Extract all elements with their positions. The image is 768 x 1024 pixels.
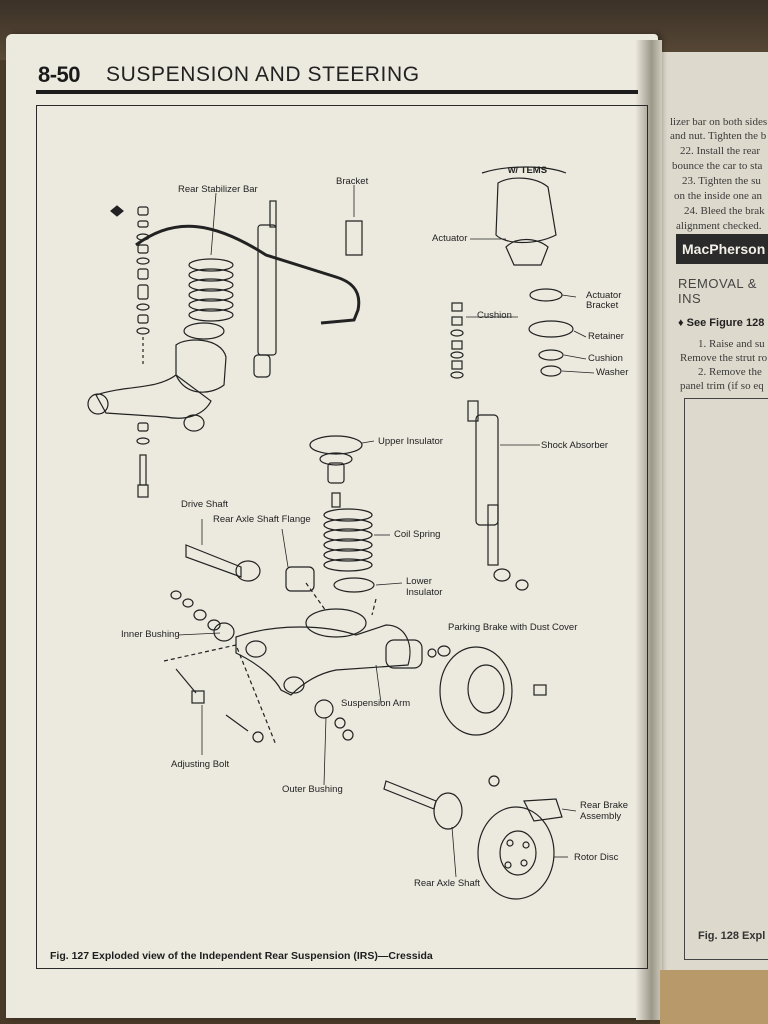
- right-subheading: REMOVAL & INS: [678, 276, 757, 306]
- label-upper-insulator: Upper Insulator: [378, 436, 443, 447]
- label-rear-axle-shaft-flange: Rear Axle Shaft Flange: [213, 514, 311, 525]
- book-gutter: [636, 40, 662, 1020]
- label-actuator-bracket-line2: Bracket: [586, 300, 619, 311]
- label-rear-brake-line1: Rear Brake: [580, 800, 629, 811]
- right-step-line: 2. Remove the: [698, 366, 762, 378]
- label-lower-insulator-line2: Insulator: [406, 587, 443, 598]
- figure-frame: [36, 105, 648, 969]
- label-washer: Washer: [596, 367, 629, 378]
- page-edge-shadow: [660, 970, 768, 1024]
- right-step-line: 1. Raise and su: [698, 338, 765, 350]
- label-actuator: Actuator: [432, 233, 468, 244]
- section-title: SUSPENSION AND STEERING: [106, 63, 420, 86]
- see-figure-reference: ♦ See Figure 128: [678, 317, 765, 329]
- right-text-line: and nut. Tighten the b: [670, 130, 767, 142]
- right-text-line: 22. Install the rear: [680, 145, 761, 157]
- label-drive-shaft: Drive Shaft: [181, 499, 228, 510]
- right-figure-caption: Fig. 128 Expl: [698, 930, 766, 942]
- exploded-view-diagram: [87, 166, 595, 900]
- right-text-line: bounce the car to sta: [672, 160, 763, 172]
- label-lower-insulator-line1: Lower: [406, 576, 432, 587]
- label-suspension-arm: Suspension Arm: [341, 698, 411, 709]
- label-cushion-upper: Cushion: [477, 310, 512, 321]
- right-text-line: alignment checked.: [676, 220, 762, 232]
- right-figure-frame: [684, 398, 768, 960]
- right-text-line: 24. Bleed the brak: [684, 205, 765, 217]
- page-number: 8-50: [38, 62, 81, 87]
- right-page: [646, 52, 768, 1012]
- label-retainer: Retainer: [588, 331, 624, 342]
- bolt-stack-left: [136, 206, 150, 498]
- label-bracket: Bracket: [336, 176, 369, 187]
- right-text-line: 23. Tighten the su: [682, 175, 761, 187]
- right-step-line: Remove the strut ro: [680, 352, 768, 364]
- label-rotor-disc: Rotor Disc: [574, 852, 619, 863]
- right-text-line: lizer bar on both sides: [670, 116, 768, 128]
- right-section-heading: MacPherson: [676, 234, 768, 264]
- header-rule: [36, 90, 638, 94]
- label-outer-bushing: Outer Bushing: [282, 784, 343, 795]
- label-adjusting-bolt: Adjusting Bolt: [171, 759, 230, 770]
- page-header: 8-50 SUSPENSION AND STEERING: [38, 62, 638, 96]
- label-parking-brake: Parking Brake with Dust Cover: [448, 622, 578, 633]
- label-w-tems: w/ TEMS: [508, 165, 548, 176]
- figure-caption: Fig. 127 Exploded view of the Independen…: [50, 950, 433, 962]
- label-shock-absorber: Shock Absorber: [541, 440, 609, 451]
- right-step-line: panel trim (if so eq: [680, 380, 764, 392]
- label-coil-spring: Coil Spring: [394, 529, 441, 540]
- label-cushion-lower: Cushion: [588, 353, 623, 364]
- label-rear-stabilizer-bar: Rear Stabilizer Bar: [178, 184, 258, 195]
- right-text-line: on the inside one an: [674, 190, 762, 202]
- label-rear-axle-shaft: Rear Axle Shaft: [414, 878, 481, 889]
- label-inner-bushing: Inner Bushing: [121, 629, 180, 640]
- label-actuator-bracket-line1: Actuator: [586, 290, 622, 301]
- label-rear-brake-line2: Assembly: [580, 811, 622, 822]
